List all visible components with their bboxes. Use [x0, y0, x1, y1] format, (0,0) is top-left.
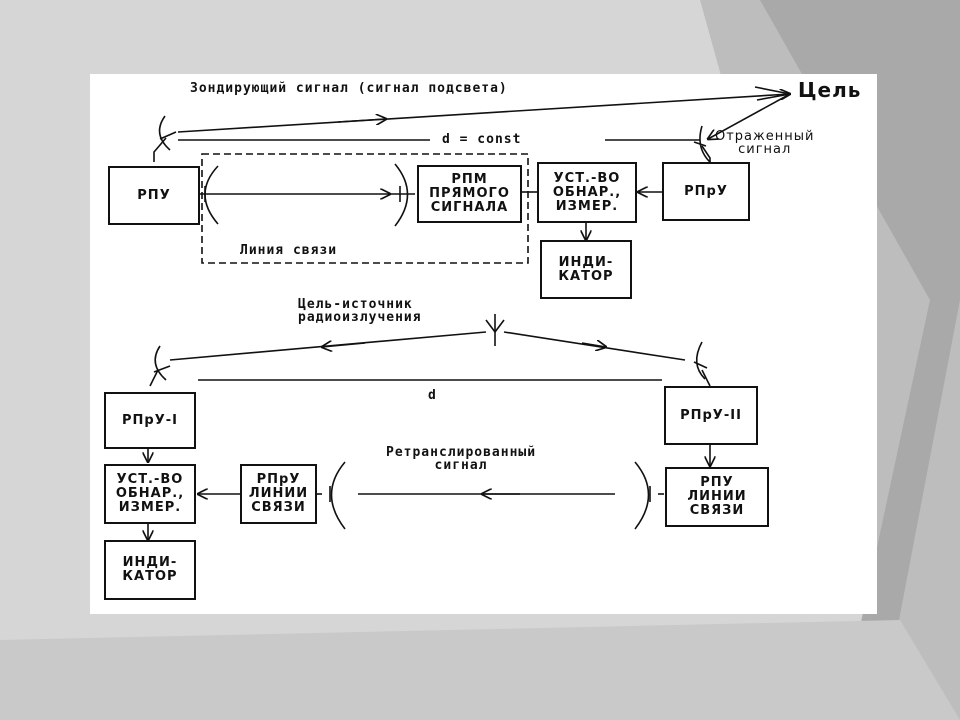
reflected-signal-label: Отраженный сигнал [715, 129, 815, 157]
probe-signal-label: Зондирующий сигнал (сигнал подсвета) [190, 81, 508, 96]
background-swoosh-dark [760, 0, 960, 720]
link-tx-dish-icon [204, 165, 219, 225]
indicator-bottom-block: ИНДИ- КАТОР [104, 540, 196, 600]
rpru2-antenna-icon [695, 341, 706, 380]
diagram-lines [90, 86, 877, 614]
rpru-antenna-mast [701, 145, 711, 162]
link-line-label: Линия связи [240, 243, 338, 258]
rpru-link-block: РПрУ ЛИНИИ СВЯЗИ [240, 464, 317, 524]
rpu-antenna-mast [153, 137, 167, 162]
emission-right-arrow [581, 343, 606, 347]
rpru-antenna-feed [693, 141, 707, 147]
target-arrow-icon [754, 86, 791, 101]
detector-measure-bottom-block: УСТ.-ВО ОБНАР., ИЗМЕР. [104, 464, 196, 524]
probe-signal-line [177, 94, 790, 133]
rpru-1-block: РПрУ-I [104, 392, 196, 449]
diagram-panel: Зондирующий сигнал (сигнал подсвета) Цел… [90, 74, 877, 614]
rpru1-antenna-icon [154, 345, 167, 381]
probe-arrow-icon [337, 119, 386, 122]
rpru-block: РПрУ [662, 162, 750, 221]
emission-left-arrow [322, 343, 366, 347]
relayed-signal-label: Ретранслированный сигнал [386, 445, 537, 473]
rpu-link-block: РПУ ЛИНИИ СВЯЗИ [665, 467, 769, 527]
detector-measure-block: УСТ.-ВО ОБНАР., ИЗМЕР. [537, 162, 637, 223]
relay-rx-dish-icon [330, 461, 346, 530]
reflected-signal-line [708, 93, 791, 139]
rpu-block: РПУ [108, 166, 200, 225]
target-label: Цель [798, 78, 862, 102]
relay-tx-dish-icon [634, 461, 650, 530]
indicator-block: ИНДИ- КАТОР [540, 240, 632, 299]
rpru2-antenna-mast [701, 369, 711, 387]
rpu-antenna-icon [158, 115, 171, 151]
d-label: d [428, 388, 437, 403]
source-target-label: Цель-источник радиоизлучения [298, 297, 422, 325]
link-dashed-frame [201, 153, 529, 264]
rpru1-antenna-mast [149, 369, 159, 387]
rpu-antenna-feed [159, 131, 177, 140]
rpm-direct-block: РПМ ПРЯМОГО СИГНАЛА [417, 165, 522, 223]
rpru2-antenna-feed [693, 361, 708, 369]
d-const-label: d = const [442, 132, 522, 147]
emission-right-line [503, 331, 686, 361]
background-band [0, 620, 960, 720]
rpru-2-block: РПрУ-II [664, 386, 758, 445]
link-rx-dish-icon [394, 163, 409, 227]
source-antenna-icon [485, 319, 505, 334]
